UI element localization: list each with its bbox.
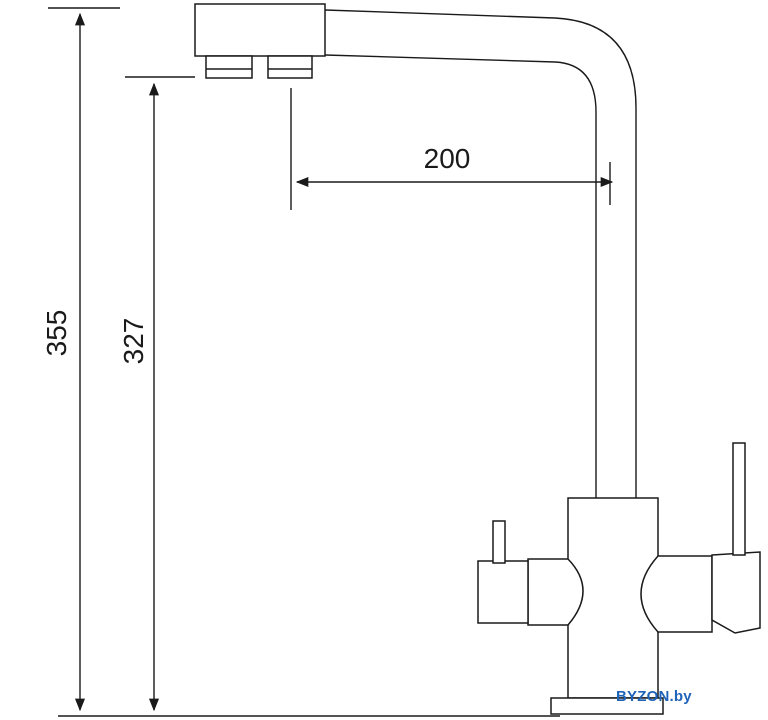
left-handle-dome xyxy=(527,558,584,626)
spout-reach-label: 200 xyxy=(424,143,471,174)
aerator-right xyxy=(267,55,313,79)
dimension-spout-reach: 200 xyxy=(295,143,614,188)
dimension-spout-height: 327 xyxy=(118,82,160,712)
right-handle-dome xyxy=(640,555,713,633)
left-handle-lever xyxy=(492,520,506,564)
spout-head xyxy=(194,3,326,57)
faucet-base-plate xyxy=(550,697,664,715)
left-handle-block xyxy=(477,560,529,624)
byzon-watermark: BYZON.by xyxy=(616,688,692,705)
dimension-total-height: 355 xyxy=(41,12,86,712)
total-height-label: 355 xyxy=(41,310,72,357)
aerator-left xyxy=(205,55,253,79)
faucet xyxy=(194,3,761,715)
right-handle-block xyxy=(711,551,761,634)
spout-height-label: 327 xyxy=(118,318,149,365)
spout-tube-outer xyxy=(324,9,637,498)
spout-tube-inner xyxy=(324,54,597,498)
right-handle-lever xyxy=(732,442,746,556)
